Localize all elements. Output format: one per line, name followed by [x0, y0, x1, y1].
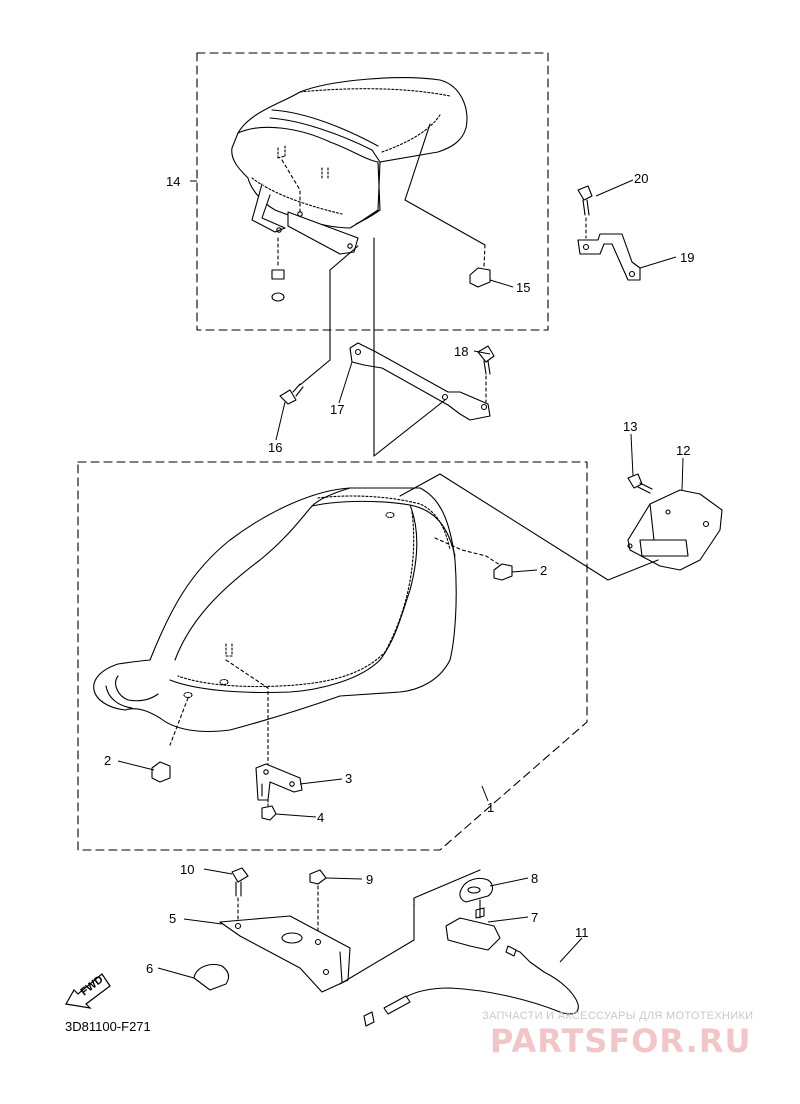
callout-16: 16 [268, 440, 282, 455]
seat-lock-7 [445, 899, 501, 951]
callout-7: 7 [531, 910, 538, 925]
bracket-17 [349, 342, 491, 421]
plate-8 [459, 877, 494, 903]
callout-20: 20 [634, 171, 648, 186]
callout-3: 3 [345, 771, 352, 786]
damper-15 [404, 199, 491, 288]
callout-8: 8 [531, 871, 538, 886]
rear-seat-group-box [196, 52, 549, 331]
callout-9: 9 [366, 872, 373, 887]
rear-seat [231, 77, 468, 255]
callout-12: 12 [676, 443, 690, 458]
watermark-subtitle: ЗАПЧАСТИ И АКСЕССУАРЫ ДЛЯ МОТОТЕХНИКИ [482, 1010, 753, 1022]
callout-14: 14 [166, 174, 180, 189]
callout-13: 13 [623, 419, 637, 434]
front-seat [93, 487, 501, 769]
bolt-13 [627, 473, 653, 494]
callout-19: 19 [680, 250, 694, 265]
seat-cable-11 [363, 945, 579, 1027]
fwd-arrow-icon: FWD [65, 973, 111, 1009]
callout-10: 10 [180, 862, 194, 877]
bolt-16 [279, 383, 304, 405]
bolt-10 [231, 867, 249, 925]
callout-11: 11 [575, 925, 589, 940]
bracket-12 [627, 489, 723, 571]
plate-5 [219, 915, 351, 993]
diagram-code: 3D81100-F271 [65, 1019, 151, 1034]
bracket-19 [577, 233, 641, 281]
damper-2-left [151, 761, 171, 783]
callout-2-left: 2 [104, 753, 111, 768]
callout-1: 1 [487, 800, 494, 815]
rear-seat-nut [271, 237, 285, 302]
bolt-20 [577, 185, 593, 239]
front-seat-group-box [77, 461, 588, 851]
bracket-3 [255, 763, 303, 801]
watermark-logo: PARTSFOR.RU [490, 1022, 751, 1060]
callout-17: 17 [330, 402, 344, 417]
callout-5: 5 [169, 911, 176, 926]
callout-6: 6 [146, 961, 153, 976]
callout-4: 4 [317, 810, 324, 825]
callout-18: 18 [454, 344, 468, 359]
bolt-18 [477, 345, 495, 403]
pad-6 [193, 963, 230, 991]
callout-15: 15 [516, 280, 530, 295]
nut-9 [309, 869, 327, 941]
nut-4 [261, 799, 277, 821]
callout-2-right: 2 [540, 563, 547, 578]
damper-2-right [493, 563, 513, 581]
